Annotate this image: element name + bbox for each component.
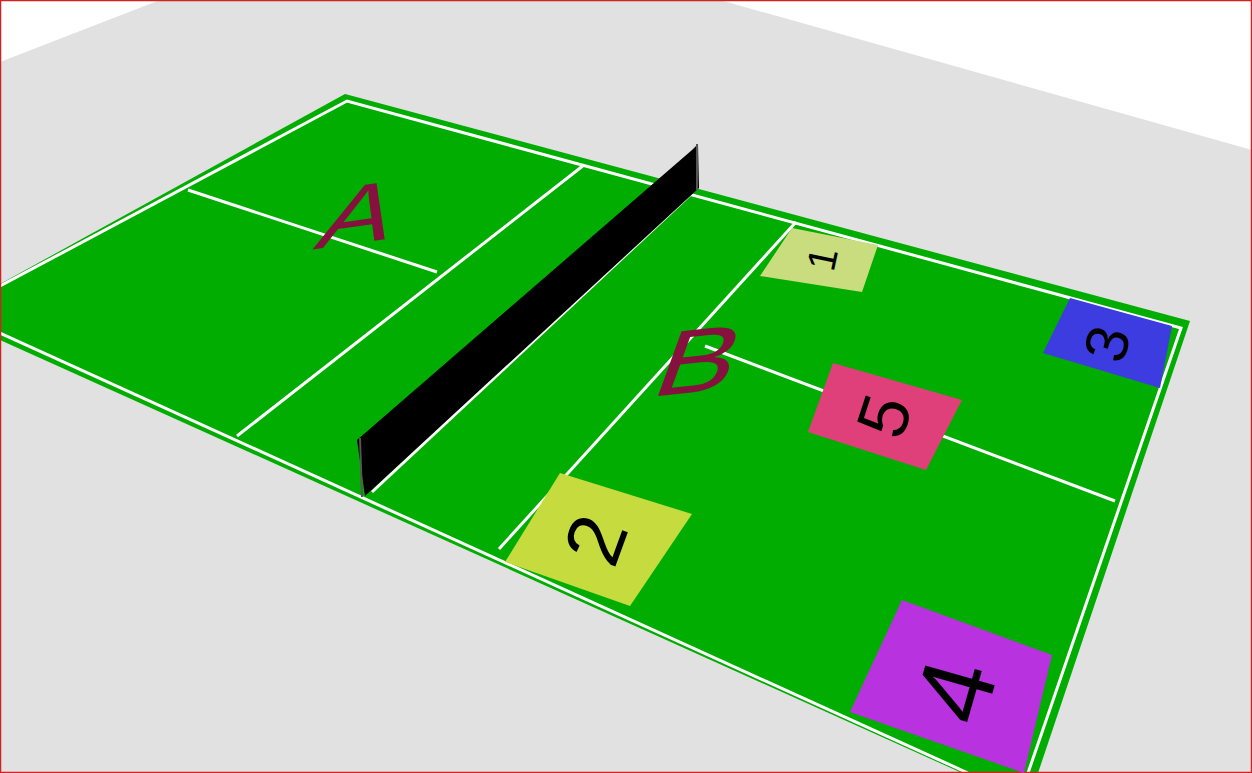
square-fill: [808, 363, 962, 470]
position-square: 4: [850, 600, 1052, 773]
court-surface: [0, 94, 1190, 773]
net-post: [360, 438, 362, 497]
position-square: 5: [808, 363, 962, 470]
court-lines: [0, 101, 1181, 773]
square-fill: [1043, 298, 1172, 388]
position-square: 1: [760, 228, 878, 292]
position-square: 2: [505, 473, 692, 606]
square-fill: [850, 600, 1052, 773]
square-fill: [760, 228, 878, 292]
net: [357, 144, 699, 496]
net-post: [696, 144, 698, 190]
position-square: 3: [1043, 298, 1172, 388]
square-fill: [505, 473, 692, 606]
court-side-label: B: [643, 309, 757, 411]
court-side-label: A: [308, 165, 413, 263]
